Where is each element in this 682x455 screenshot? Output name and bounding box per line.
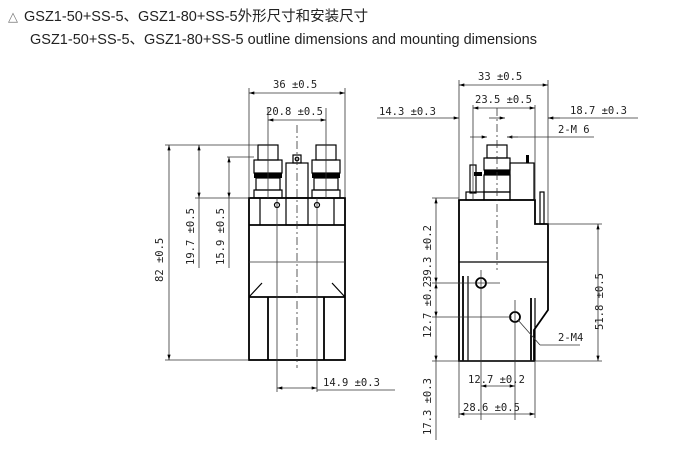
triangle-outline-icon: △ (8, 9, 18, 24)
title-english: GSZ1-50+SS-5、GSZ1-80+SS-5 outline dimens… (30, 32, 537, 48)
title-chinese: △ GSZ1-50+SS-5、GSZ1-80+SS-5外形尺寸和安装尺寸 (8, 5, 368, 26)
dim-terminal-spacing: 20.8 ±0.5 (266, 106, 323, 118)
title-chinese-text: GSZ1-50+SS-5、GSZ1-80+SS-5外形尺寸和安装尺寸 (24, 9, 369, 25)
dim-front-height: 82 ±0.5 (154, 238, 166, 282)
dim-hole-height: 39.3 ±0.2 (422, 225, 434, 282)
dim-side-inner-width: 23.5 ±0.5 (475, 94, 532, 106)
front-view: 36 ±0.5 20.8 ±0.5 82 ±0.5 19.7 ±0.5 15.9… (154, 79, 395, 392)
dim-mount-height: 51.8 ±0.5 (594, 273, 606, 330)
label-mount-thread: 2-M4 (558, 332, 583, 344)
dim-side-width: 33 ±0.5 (478, 71, 522, 83)
dim-left-offset: 14.3 ±0.3 (379, 106, 436, 118)
dim-terminal-height-1: 19.7 ±0.5 (185, 208, 197, 265)
dim-terminal-height-2: 15.9 ±0.5 (215, 208, 227, 265)
dim-right-offset: 18.7 ±0.3 (570, 105, 627, 117)
label-terminal-thread: 2-M 6 (558, 124, 590, 136)
dim-hole-spacing-vertical: 12.7 ±0.2 (422, 281, 434, 338)
dim-base-width: 28.6 ±0.5 (463, 402, 520, 414)
dim-front-width: 36 ±0.5 (273, 79, 317, 91)
side-view: 33 ±0.5 23.5 ±0.5 14.3 ±0.3 18.7 ±0.3 2-… (377, 71, 638, 440)
dim-hole-spacing-horizontal: 12.7 ±0.2 (468, 374, 525, 386)
dim-front-offset: 14.9 ±0.3 (323, 377, 380, 389)
dim-bottom-offset: 17.3 ±0.3 (422, 378, 434, 435)
